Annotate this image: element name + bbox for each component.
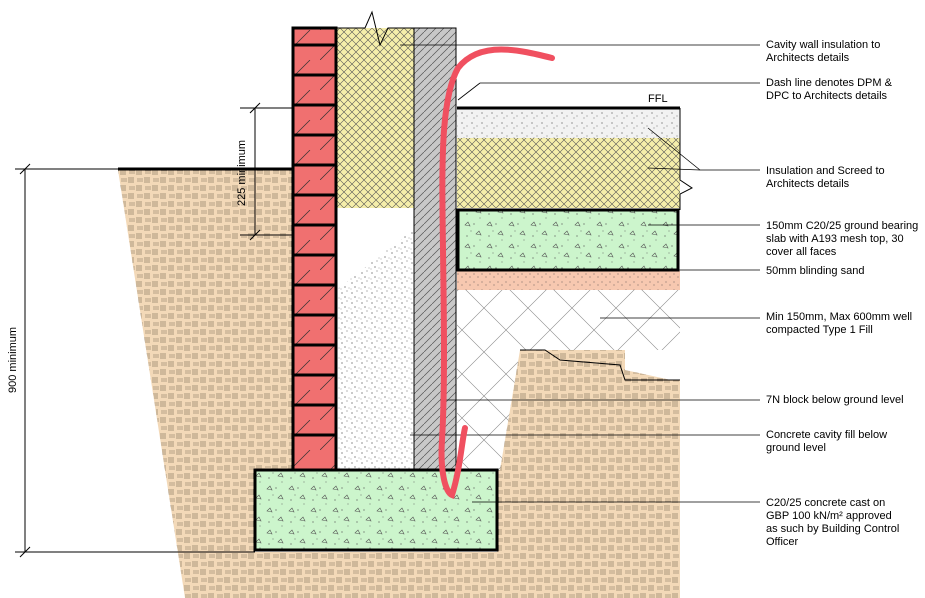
cavity-insulation bbox=[336, 28, 414, 208]
floor-insulation bbox=[457, 138, 680, 208]
note-dpm-dpc: Dash line denotes DPM & DPC to Architect… bbox=[766, 77, 892, 102]
screed bbox=[457, 108, 680, 138]
cavity-fill bbox=[336, 230, 413, 470]
break-line bbox=[679, 108, 693, 210]
ffl-label: FFL bbox=[648, 93, 668, 105]
note-block: 7N block below ground level bbox=[766, 394, 904, 406]
foundation bbox=[253, 468, 499, 552]
note-insulation-screed: Insulation and Screed to Architects deta… bbox=[766, 165, 885, 190]
fill-edge bbox=[520, 349, 680, 381]
dim-225-label: 225 minimum bbox=[236, 140, 248, 206]
soil-right bbox=[497, 350, 680, 598]
dim-900-label: 900 minimum bbox=[7, 327, 19, 393]
leader-lines bbox=[400, 44, 760, 503]
note-blinding: 50mm blinding sand bbox=[766, 265, 865, 277]
red-markup-line bbox=[438, 46, 555, 500]
note-foundation: C20/25 concrete cast on GBP 100 kN/m² ap… bbox=[766, 497, 900, 548]
brick-wall bbox=[291, 26, 338, 472]
note-type1-fill: Min 150mm, Max 600mm well compacted Type… bbox=[766, 311, 913, 336]
dimension-225 bbox=[240, 102, 293, 241]
note-cavity-fill: Concrete cavity fill below ground level bbox=[766, 429, 888, 454]
note-cavity-insulation: Cavity wall insulation to Architects det… bbox=[766, 39, 881, 64]
blinding-sand bbox=[457, 271, 680, 290]
dimension-900 bbox=[15, 163, 255, 558]
type1-fill-lower bbox=[457, 350, 520, 470]
cavity-break bbox=[336, 10, 414, 47]
brick-courses bbox=[293, 43, 336, 437]
type1-fill bbox=[457, 290, 680, 350]
note-slab: 150mm C20/25 ground bearing slab with A1… bbox=[766, 220, 919, 258]
ground-slab bbox=[456, 208, 680, 272]
